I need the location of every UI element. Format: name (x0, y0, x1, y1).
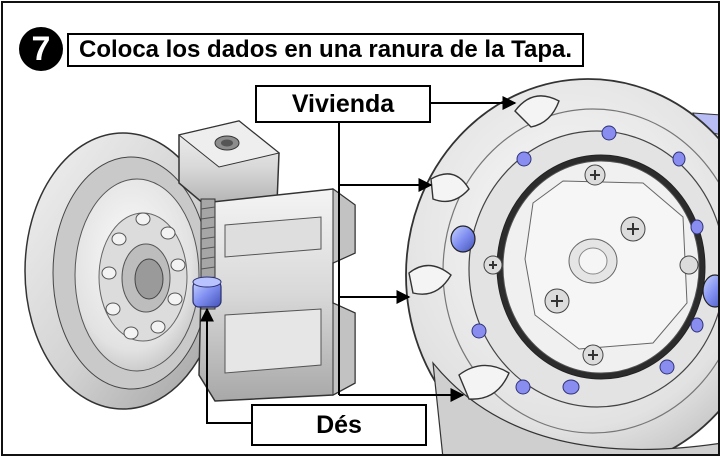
assembly-illustration (24, 78, 718, 454)
dice-callout-label: Dés (251, 404, 427, 446)
phillips-screw-icon (483, 164, 699, 366)
step-instruction-title: Coloca los dados en una ranura de la Tap… (67, 33, 585, 67)
leader-dice (200, 307, 251, 424)
dice-cylinder (192, 276, 222, 308)
cover-plate (405, 78, 718, 454)
callout-leader-lines (200, 96, 517, 424)
step-number-badge: 7 (19, 27, 63, 71)
housing-callout-label: Vivienda (255, 85, 431, 123)
